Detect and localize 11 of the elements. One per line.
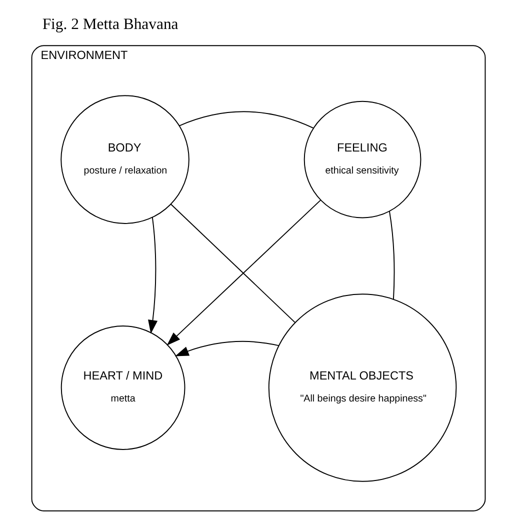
connector [388, 210, 394, 300]
node-circle: HEART / MIND metta [60, 326, 185, 450]
node-circle: MENTAL OBJECTS "All beings desire happiness" [268, 294, 456, 482]
node-circle: FEELING ethical sensitivity [303, 100, 421, 218]
connector [178, 111, 314, 128]
arrow [148, 216, 158, 334]
arrow [166, 200, 321, 346]
arrow [174, 340, 279, 356]
node-circle: BODY posture / relaxation [60, 95, 189, 224]
connector [170, 204, 295, 323]
diagram-title: Fig. 2 Metta Bhavana [42, 16, 178, 33]
